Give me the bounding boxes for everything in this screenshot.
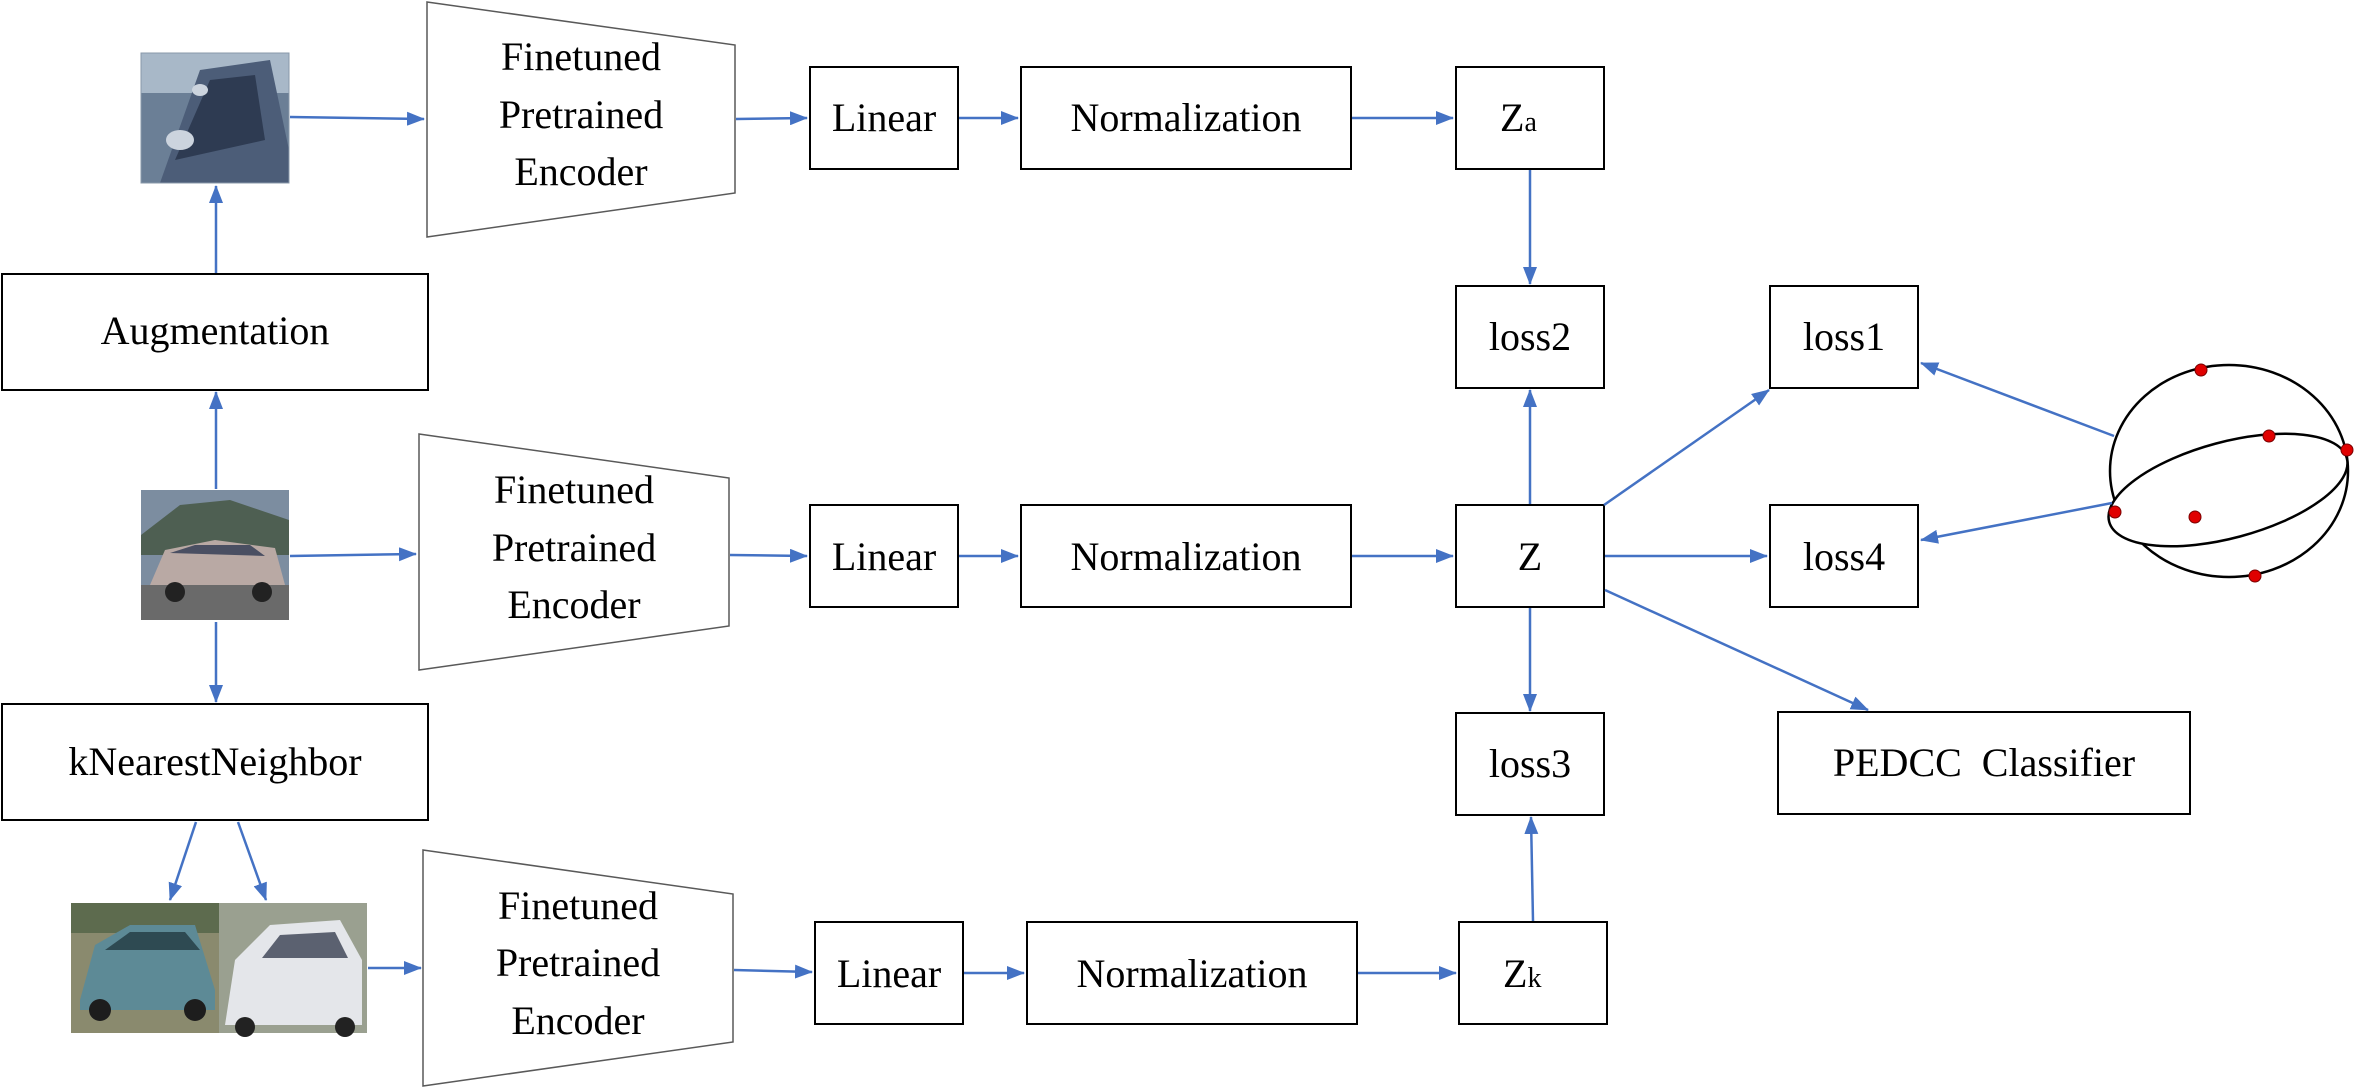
augmentation-label: Augmentation <box>101 308 330 353</box>
loss2-box: loss2 <box>1455 285 1605 389</box>
linear-box-mid: Linear <box>809 504 959 608</box>
linear-box-bot: Linear <box>814 921 964 1025</box>
svg-text:Linear: Linear <box>832 534 936 579</box>
svg-text:Linear: Linear <box>832 95 936 140</box>
pedcc-classifier-box: PEDCC Classifier <box>1777 711 2191 815</box>
pedcc-point <box>2194 363 2208 377</box>
knn-label: kNearestNeighbor <box>68 739 361 784</box>
pedcc-point <box>2108 505 2122 519</box>
pedcc-point <box>2188 510 2202 524</box>
encoder-mid: Finetuned Pretrained Encoder <box>418 433 730 671</box>
augmented-car-image <box>140 52 290 184</box>
z-label: Z <box>1518 534 1542 579</box>
svg-text:Encoder: Encoder <box>514 149 647 194</box>
zk-box: Zk <box>1458 921 1608 1025</box>
loss1-box: loss1 <box>1769 285 1919 389</box>
knn-box: kNearestNeighbor <box>1 703 429 821</box>
loss4-box: loss4 <box>1769 504 1919 608</box>
svg-text:Linear: Linear <box>837 951 941 996</box>
linear-box-top: Linear <box>809 66 959 170</box>
svg-text:loss4: loss4 <box>1803 534 1885 579</box>
normalization-box-bot: Normalization <box>1026 921 1358 1025</box>
svg-text:Encoder: Encoder <box>507 582 640 627</box>
encoder-bot: Finetuned Pretrained Encoder <box>422 849 734 1087</box>
za-label: Za <box>1500 95 1537 140</box>
original-car-image <box>141 490 289 620</box>
svg-text:Finetuned: Finetuned <box>494 467 654 512</box>
hypersphere-icon <box>2107 363 2354 583</box>
svg-text:Pretrained: Pretrained <box>499 92 663 137</box>
pedcc-point <box>2248 569 2262 583</box>
zk-label: Zk <box>1503 951 1541 996</box>
pedcc-point <box>2262 429 2276 443</box>
svg-text:Encoder: Encoder <box>511 998 644 1043</box>
loss3-box: loss3 <box>1455 712 1605 816</box>
neighbor-car-images <box>71 903 367 1037</box>
svg-text:Normalization: Normalization <box>1070 534 1301 579</box>
arrows <box>168 111 2115 980</box>
svg-text:Finetuned: Finetuned <box>498 883 658 928</box>
z-box: Z <box>1455 504 1605 608</box>
augmentation-box: Augmentation <box>1 273 429 391</box>
svg-text:Normalization: Normalization <box>1070 95 1301 140</box>
pedcc-point <box>2340 443 2354 457</box>
svg-text:Pretrained: Pretrained <box>496 940 660 985</box>
svg-text:Normalization: Normalization <box>1076 951 1307 996</box>
svg-text:loss3: loss3 <box>1489 741 1571 786</box>
za-box: Za <box>1455 66 1605 170</box>
normalization-box-top: Normalization <box>1020 66 1352 170</box>
svg-text:loss1: loss1 <box>1803 314 1885 359</box>
normalization-box-mid: Normalization <box>1020 504 1352 608</box>
svg-text:PEDCC Classifier: PEDCC Classifier <box>1833 740 2135 785</box>
encoder-top: Finetuned Pretrained Encoder <box>426 1 736 238</box>
svg-text:Finetuned: Finetuned <box>501 34 661 79</box>
svg-text:loss2: loss2 <box>1489 314 1571 359</box>
svg-text:Pretrained: Pretrained <box>492 525 656 570</box>
